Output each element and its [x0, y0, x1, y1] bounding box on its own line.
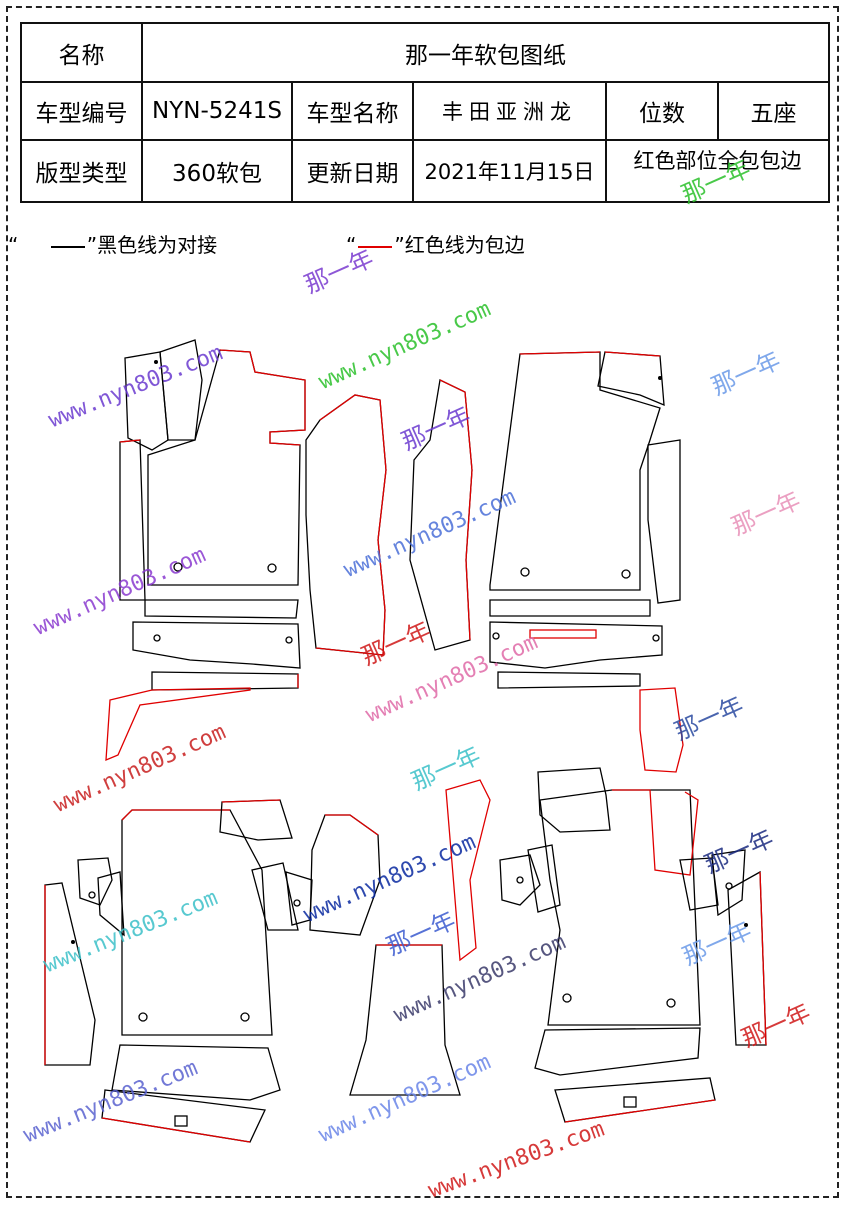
legend-black-open: “	[8, 233, 19, 257]
mat-piece	[489, 621, 663, 669]
mat-piece	[97, 871, 125, 937]
mat-piece	[445, 779, 491, 962]
mat-piece	[759, 871, 767, 1046]
mat-piece	[499, 854, 541, 906]
mat-piece	[439, 379, 473, 641]
mat-piece	[679, 857, 719, 911]
mat-piece	[489, 351, 661, 591]
mat-piece	[325, 814, 379, 836]
mat-piece	[564, 1099, 716, 1123]
marker-dots	[71, 360, 748, 944]
mat-piece	[315, 394, 387, 656]
mat-piece	[612, 789, 699, 876]
spec-row-model: 车型编号 NYN-5241S 车型名称 丰田亚洲龙 位数 五座	[20, 81, 831, 141]
mat-piece	[77, 857, 113, 906]
mat-piece	[144, 599, 299, 619]
mat-piece	[124, 351, 169, 451]
mat-piece	[527, 844, 561, 913]
mat-piece	[132, 621, 301, 669]
type-value: 360软包	[141, 139, 293, 203]
legend-red-text: ”红色线为包边	[394, 233, 525, 257]
name-label: 名称	[20, 22, 143, 83]
mat-piece	[221, 799, 281, 803]
page-border	[6, 6, 839, 1198]
mat-piece	[711, 849, 746, 917]
spec-row-type: 版型类型 360软包 更新日期 2021年11月15日 红色部位全包包边	[20, 139, 831, 203]
legend-red-open: “	[346, 233, 357, 257]
legend-black-text: ”黑色线为对接	[86, 233, 218, 257]
mat-piece	[639, 687, 684, 773]
mat-piece	[105, 687, 251, 762]
legend-red: “ ”红色线为包边	[346, 229, 525, 258]
black-line-sample	[50, 245, 85, 248]
mat-piece	[647, 439, 681, 604]
mat-piece	[519, 351, 601, 355]
update-date: 2021年11月15日	[412, 139, 607, 203]
mat-piece	[537, 767, 611, 833]
model-name-value: 丰田亚洲龙	[412, 81, 607, 141]
model-no-label: 车型编号	[20, 81, 143, 141]
grommet-holes	[88, 562, 733, 1022]
model-name-label: 车型名称	[291, 81, 414, 141]
mat-piece	[604, 351, 661, 357]
model-no-value: NYN-5241S	[141, 81, 293, 141]
mat-piece	[111, 1044, 281, 1101]
mat-piece	[554, 1077, 716, 1123]
mat-piece	[119, 439, 141, 443]
mat-piece	[219, 349, 306, 446]
mat-piece	[251, 862, 299, 931]
mat-piece	[597, 351, 665, 407]
spec-row-name: 名称 那一年软包图纸	[20, 22, 831, 83]
update-label: 更新日期	[291, 139, 414, 203]
mat-piece	[121, 809, 230, 821]
mat-piece	[489, 599, 651, 617]
seats-value: 五座	[716, 81, 831, 141]
mat-slot	[529, 629, 597, 639]
seats-label: 位数	[605, 81, 719, 141]
mat-piece	[497, 671, 641, 689]
type-label: 版型类型	[20, 139, 143, 203]
mat-piece	[534, 1027, 701, 1076]
edge-note: 红色部位全包包边	[604, 139, 831, 203]
spec-table: 名称 那一年软包图纸 车型编号 NYN-5241S 车型名称 丰田亚洲龙 位数 …	[20, 22, 831, 203]
name-value: 那一年软包图纸	[140, 22, 831, 83]
mat-piece	[219, 799, 293, 841]
mat-piece	[539, 789, 701, 1026]
mat-piece	[101, 1117, 251, 1143]
red-line-sample	[358, 245, 393, 248]
mat-slot	[623, 1096, 637, 1108]
mat-slot	[174, 1115, 188, 1127]
mat-piece	[151, 671, 299, 691]
mat-piece	[159, 339, 203, 441]
legend-black: “ ”黑色线为对接	[8, 229, 217, 258]
mat-piece	[305, 394, 387, 656]
